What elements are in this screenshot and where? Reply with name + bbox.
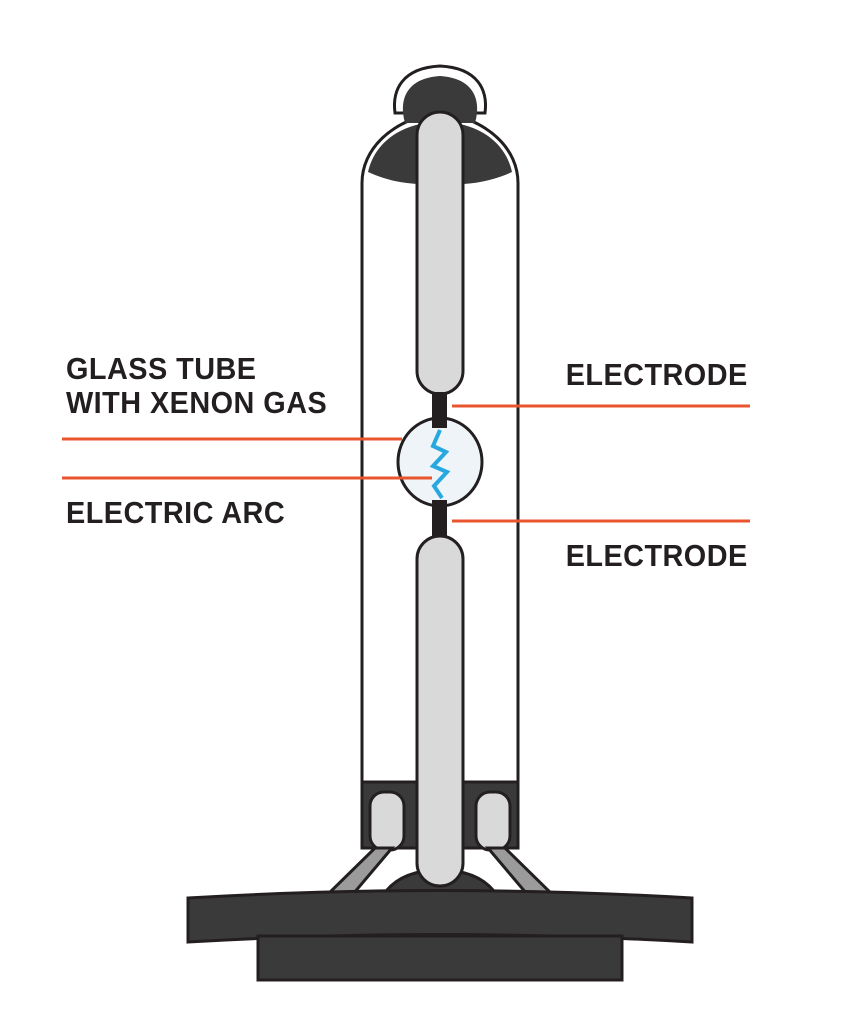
- label-electric-arc-text: ELECTRIC ARC: [66, 495, 286, 530]
- label-electrode-top-text: ELECTRODE: [566, 357, 748, 392]
- left-pin: [368, 790, 406, 852]
- base-foot: [256, 934, 624, 982]
- base-plate: [186, 889, 694, 944]
- label-electrode-bottom-text: ELECTRODE: [566, 538, 748, 573]
- lower-rod: [415, 534, 465, 888]
- upper-electrode-tip: [432, 392, 447, 428]
- label-glass-tube-line1: GLASS TUBE: [66, 351, 257, 386]
- label-electrode-bottom: ELECTRODE: [566, 539, 748, 573]
- label-glass-tube-line2: WITH XENON GAS: [66, 385, 328, 420]
- right-pin: [474, 790, 512, 852]
- upper-rod: [415, 110, 465, 396]
- label-electric-arc: ELECTRIC ARC: [66, 496, 285, 530]
- lower-electrode-tip: [432, 500, 447, 540]
- label-electrode-top: ELECTRODE: [566, 358, 748, 392]
- electric-arc-bolt: [429, 429, 451, 500]
- label-glass-tube: GLASS TUBE WITH XENON GAS: [66, 352, 327, 420]
- top-cap: [402, 76, 478, 123]
